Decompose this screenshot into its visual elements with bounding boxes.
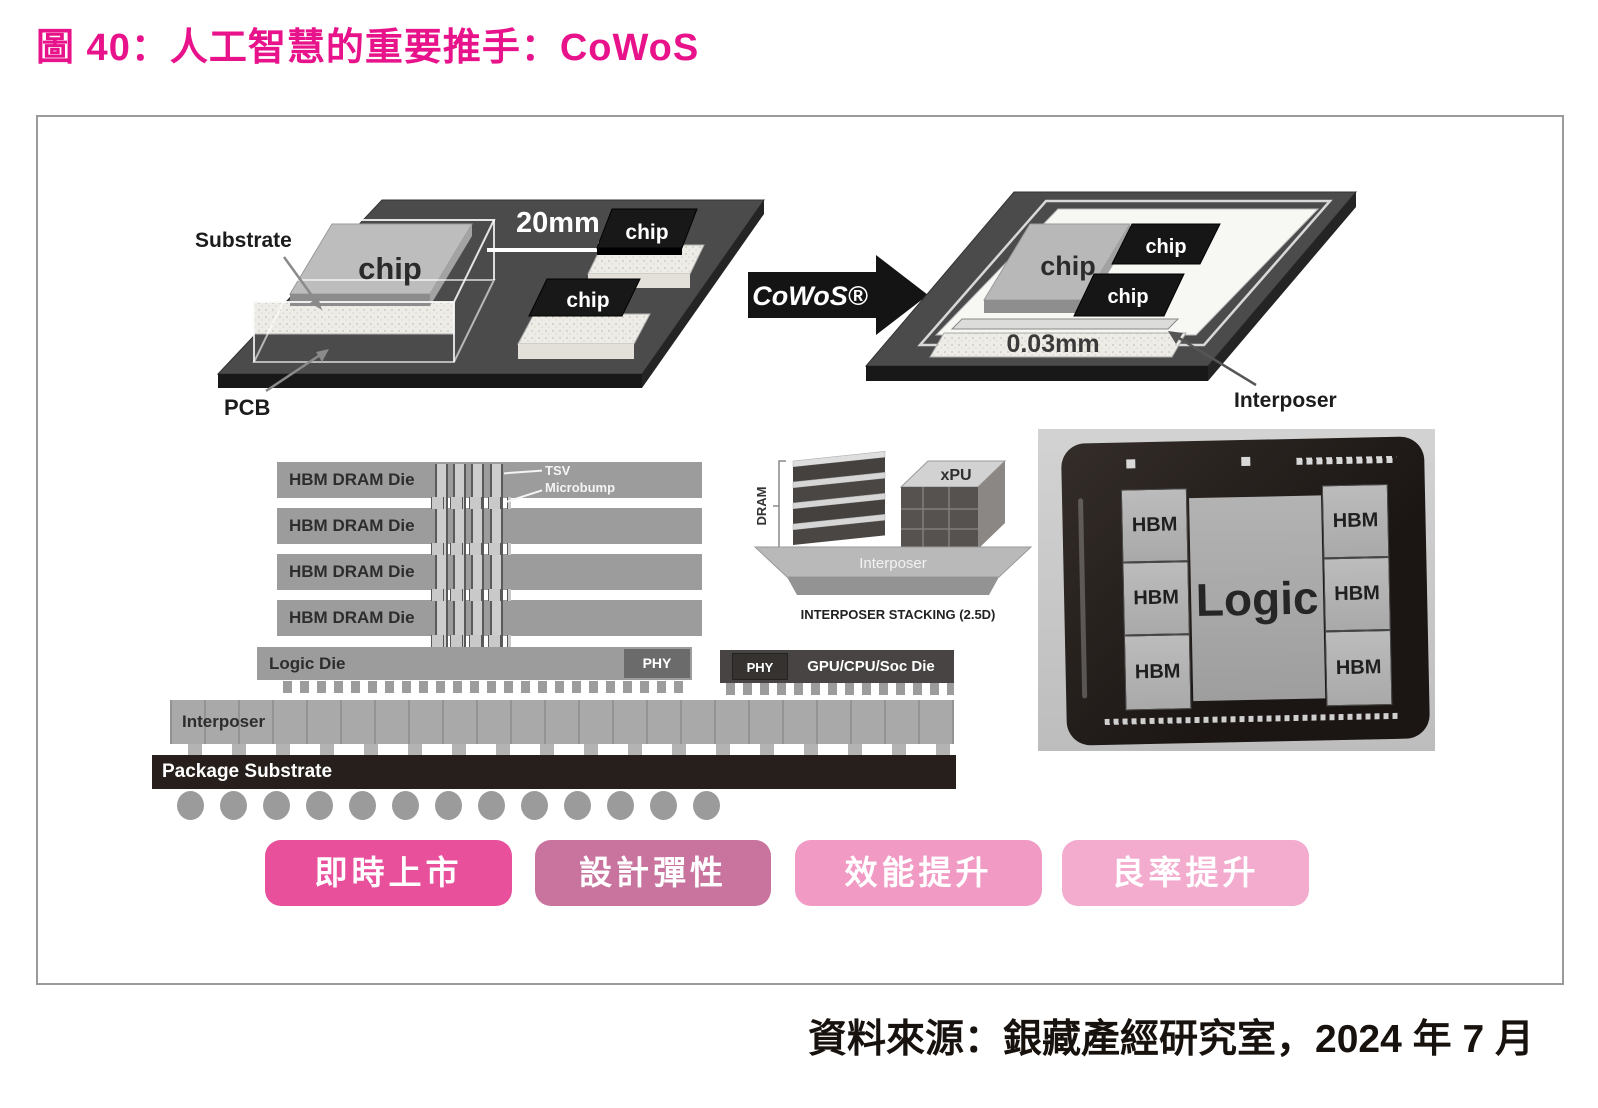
benefit-time-to-market: 即時上市 (265, 840, 512, 906)
bga-ball (220, 791, 247, 820)
hbm-die-label: HBM DRAM Die (289, 562, 415, 581)
interposer-bar: Interposer (170, 700, 954, 744)
logic-die-bar: Logic Die PHY (257, 647, 692, 680)
hbm-die-label: HBM DRAM Die (289, 608, 415, 627)
benefit-design-flexibility: 設計彈性 (535, 840, 771, 906)
substrate-callout: Substrate (195, 229, 322, 310)
hbm-die-label: HBM DRAM Die (289, 516, 415, 535)
pcb-label: PCB (224, 395, 270, 420)
bga-ball (564, 791, 591, 820)
packaging-comparison-diagram: chip Substrate 20mm chip chip (195, 191, 1358, 420)
small-chip-bottom: chip (517, 278, 651, 359)
chip-label: chip (625, 221, 668, 244)
hbm-dram-die-bar: HBM DRAM Die (277, 600, 702, 636)
bga-ball (306, 791, 333, 820)
chip-label: chip (566, 289, 609, 312)
soc-die-label: GPU/CPU/Soc Die (807, 658, 935, 675)
bga-ball-row (177, 791, 720, 820)
chip-package: HBM HBM HBM HBM HBM HBM Logic (1060, 436, 1431, 746)
package-substrate-bar: Package Substrate (152, 755, 956, 789)
microbump-row (431, 497, 511, 509)
capacitor-row (1296, 455, 1397, 465)
tsv-column (453, 464, 466, 678)
substrate-label: Substrate (195, 229, 292, 252)
benefit-performance: 效能提升 (795, 840, 1042, 906)
figure-box: chip Substrate 20mm chip chip (36, 115, 1564, 985)
soc-die-bar: PHY GPU/CPU/Soc Die (720, 650, 954, 683)
microbump-row (726, 683, 954, 695)
dram-stack (792, 451, 886, 546)
main-chip-before: chip (252, 219, 496, 363)
hbm-block: HBM (1123, 634, 1192, 711)
interposer-platform: Interposer (753, 546, 1033, 595)
fiducial-mark (1241, 456, 1251, 467)
chip-photo: HBM HBM HBM HBM HBM HBM Logic (1038, 429, 1435, 751)
hbm-block: HBM (1323, 556, 1391, 632)
package-substrate-strip: 0.03mm (929, 330, 1187, 358)
bga-ball (349, 791, 376, 820)
chip-label: chip (1145, 236, 1186, 258)
bga-ball (650, 791, 677, 820)
hbm-dram-die-bar: HBM DRAM Die (277, 508, 702, 544)
benefit-yield: 良率提升 (1062, 840, 1309, 906)
dram-label: DRAM (754, 487, 769, 526)
chip-label: chip (1107, 286, 1148, 308)
microbump-row (431, 589, 511, 601)
source-caption: 資料來源：銀藏產經研究室，2024 年 7 月 (808, 1018, 1534, 1061)
bga-ball (392, 791, 419, 820)
logic-block: Logic (1189, 495, 1326, 702)
tsv-column (435, 464, 448, 678)
phy-block: PHY (732, 653, 788, 680)
bga-ball (177, 791, 204, 820)
chip-label: chip (1040, 251, 1096, 281)
interposer-label: Interposer (182, 712, 266, 731)
logic-die-label: Logic Die (269, 654, 346, 673)
fiducial-mark (1126, 459, 1136, 469)
thickness-label: 0.03mm (1006, 330, 1099, 358)
microbump-row (431, 543, 511, 555)
bga-ball (263, 791, 290, 820)
capacitor-row (1104, 712, 1400, 725)
c4-bump-row (188, 744, 954, 755)
bga-ball (521, 791, 548, 820)
microbump-label: Microbump (545, 480, 616, 495)
hbm-block: HBM (1324, 629, 1393, 707)
tsv-column (490, 464, 503, 678)
package-substrate-label: Package Substrate (162, 761, 333, 782)
dram-bracket (778, 460, 786, 552)
cowos-arrow: CoWoS® (748, 255, 928, 335)
photo-reflection (1078, 498, 1088, 699)
hbm-dram-die-bar: HBM DRAM Die (277, 462, 702, 498)
hbm-block: HBM (1122, 561, 1190, 636)
hbm-die-label: HBM DRAM Die (289, 470, 415, 489)
bga-ball (435, 791, 462, 820)
interposer-label: Interposer (859, 555, 927, 572)
tsv-column (471, 464, 484, 678)
cowos-label: CoWoS® (752, 281, 867, 311)
figure-title: 圖 40：人工智慧的重要推手：CoWoS (36, 27, 700, 69)
xpu-cube: xPU (899, 460, 1007, 549)
microbump-row (431, 635, 511, 647)
tsv-label: TSV (545, 463, 571, 478)
hbm-cross-section: HBM DRAM Die HBM DRAM Die HBM DRAM Die H… (38, 117, 1562, 983)
bga-ball (693, 791, 720, 820)
interposer-callout: Interposer (1168, 331, 1337, 412)
dark-chip-top: chip (1111, 223, 1221, 265)
xpu-label: xPU (940, 467, 971, 484)
hbm-dram-die-bar: HBM DRAM Die (277, 554, 702, 590)
hbm-block: HBM (1120, 488, 1189, 563)
phy-block: PHY (624, 649, 690, 678)
pcb-callout: PCB (224, 349, 329, 420)
distance-label: 20mm (516, 207, 600, 239)
bga-ball (478, 791, 505, 820)
dark-chip-bottom: chip (1073, 273, 1185, 317)
microbump-row (283, 681, 691, 693)
interposer-layer (950, 318, 1180, 330)
hbm-block: HBM (1321, 483, 1390, 559)
stacking-caption: INTERPOSER STACKING (2.5D) (801, 607, 996, 622)
interposer-stacking-diagram: DRAM xPU Interposer INTERPOSER (753, 451, 1033, 622)
interposer-label: Interposer (1234, 389, 1337, 412)
chip-label: chip (358, 251, 422, 286)
bga-ball (607, 791, 634, 820)
